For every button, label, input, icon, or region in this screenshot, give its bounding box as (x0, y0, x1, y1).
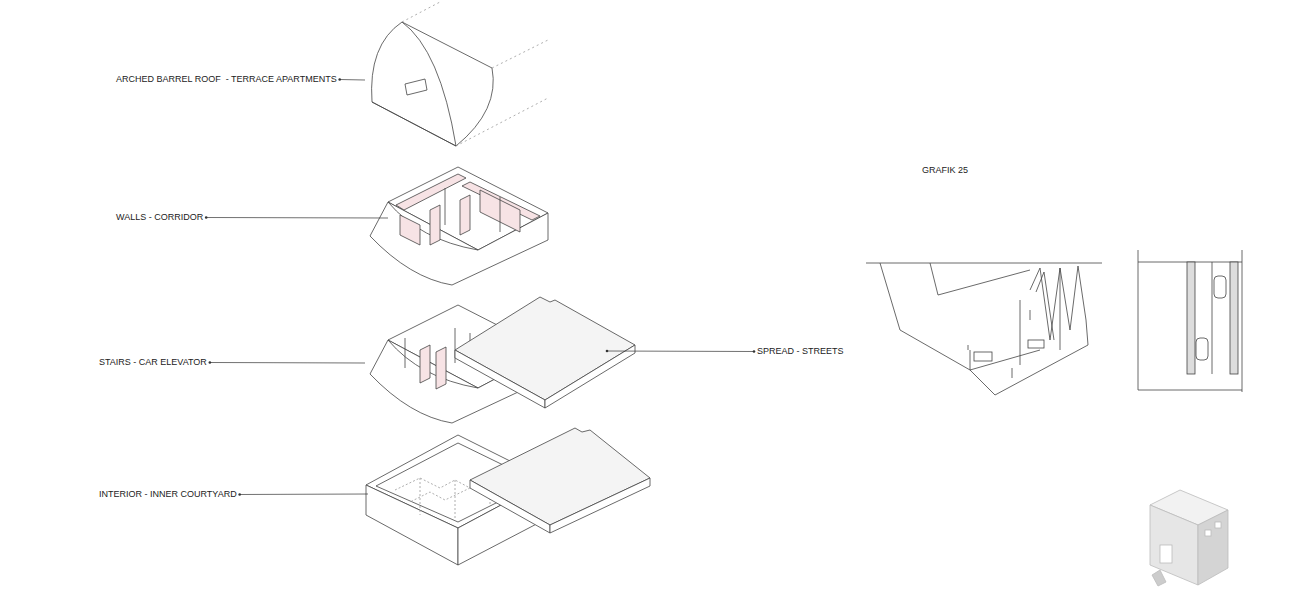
leader-line (340, 79, 365, 81)
leader-line (206, 217, 388, 219)
leader-line (240, 494, 368, 496)
part-label: INTERIOR - INNER COURTYARD (99, 489, 237, 500)
street-slab (470, 428, 650, 533)
part-label: GRAFIK 25 (922, 165, 968, 176)
part-label: ARCHED BARREL ROOF - TERRACE APARTMENTS (116, 74, 337, 85)
street-slab (455, 297, 635, 408)
plan-drawing (1138, 250, 1242, 392)
leader-line (607, 351, 754, 353)
part-label: WALLS - CORRIDOR (116, 212, 203, 223)
barrel-roof (372, 2, 548, 146)
walls-layer (370, 167, 548, 285)
section-drawing (866, 263, 1102, 395)
part-label: STAIRS - CAR ELEVATOR (99, 357, 207, 368)
part-label: SPREAD - STREETS (757, 346, 844, 357)
leader-line (210, 362, 365, 364)
building-model (1150, 490, 1228, 586)
leader-dot (606, 350, 609, 353)
